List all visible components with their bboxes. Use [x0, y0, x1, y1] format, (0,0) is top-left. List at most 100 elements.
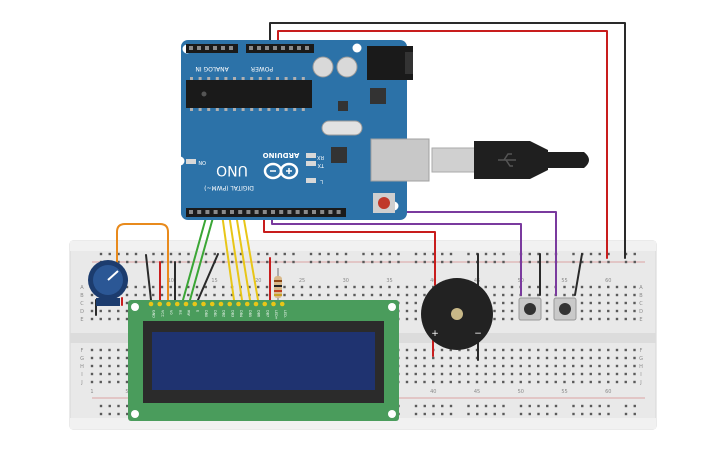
- breadboard-hole[interactable]: [493, 293, 496, 297]
- breadboard-hole[interactable]: [493, 260, 496, 264]
- breadboard-hole[interactable]: [125, 348, 129, 352]
- breadboard-hole[interactable]: [502, 372, 505, 376]
- wire-jumper-6[interactable]: [197, 253, 219, 301]
- breadboard-hole[interactable]: [624, 348, 627, 352]
- breadboard-hole[interactable]: [405, 356, 409, 360]
- breadboard-hole[interactable]: [528, 293, 531, 297]
- breadboard-hole[interactable]: [257, 260, 260, 264]
- breadboard-hole[interactable]: [493, 356, 496, 360]
- usb-cable[interactable]: [431, 141, 589, 179]
- wire-buzzer[interactable]: [263, 213, 436, 286]
- breadboard-hole[interactable]: [607, 252, 610, 256]
- breadboard-hole[interactable]: [572, 404, 575, 408]
- breadboard-hole[interactable]: [580, 317, 584, 321]
- breadboard-hole[interactable]: [222, 260, 225, 264]
- breadboard-hole[interactable]: [125, 285, 129, 289]
- breadboard-hole[interactable]: [537, 380, 540, 384]
- digital-pin[interactable]: [336, 210, 341, 214]
- lcd-pin[interactable]: [148, 301, 154, 307]
- breadboard-hole[interactable]: [117, 380, 120, 384]
- analog-pin[interactable]: [221, 46, 225, 50]
- breadboard-hole[interactable]: [283, 285, 286, 289]
- breadboard-hole[interactable]: [405, 309, 409, 313]
- breadboard-hole[interactable]: [615, 309, 619, 313]
- breadboard-hole[interactable]: [493, 301, 496, 305]
- breadboard-hole[interactable]: [633, 372, 636, 376]
- breadboard-hole[interactable]: [449, 364, 452, 368]
- breadboard-hole[interactable]: [519, 412, 523, 416]
- breadboard-hole[interactable]: [414, 317, 417, 321]
- breadboard-hole[interactable]: [414, 348, 417, 352]
- analog-pin[interactable]: [213, 46, 217, 50]
- breadboard-hole[interactable]: [546, 404, 549, 408]
- breadboard-hole[interactable]: [502, 380, 505, 384]
- power-pin[interactable]: [249, 46, 253, 50]
- breadboard-hole[interactable]: [545, 285, 549, 289]
- breadboard-hole[interactable]: [537, 356, 540, 360]
- breadboard-hole[interactable]: [117, 372, 120, 376]
- breadboard-hole[interactable]: [414, 412, 418, 416]
- breadboard-hole[interactable]: [309, 252, 313, 256]
- breadboard-hole[interactable]: [292, 285, 295, 289]
- breadboard-hole[interactable]: [257, 293, 260, 297]
- breadboard-hole[interactable]: [624, 301, 627, 305]
- breadboard-hole[interactable]: [117, 404, 120, 408]
- breadboard-hole[interactable]: [239, 252, 243, 256]
- breadboard-hole[interactable]: [441, 260, 444, 264]
- breadboard-hole[interactable]: [581, 260, 584, 264]
- digital-pin[interactable]: [312, 210, 316, 214]
- breadboard-hole[interactable]: [414, 301, 417, 305]
- breadboard-hole[interactable]: [633, 348, 636, 352]
- breadboard-hole[interactable]: [265, 293, 269, 297]
- breadboard-hole[interactable]: [117, 252, 120, 256]
- breadboard-hole[interactable]: [169, 293, 172, 297]
- breadboard-hole[interactable]: [187, 293, 190, 297]
- breadboard-hole[interactable]: [519, 356, 522, 360]
- breadboard-hole[interactable]: [90, 309, 94, 313]
- breadboard-hole[interactable]: [231, 260, 234, 264]
- piezo-buzzer[interactable]: + −: [421, 278, 493, 350]
- breadboard-hole[interactable]: [344, 285, 347, 289]
- breadboard-hole[interactable]: [134, 293, 137, 297]
- analog-header[interactable]: [186, 44, 238, 53]
- breadboard-hole[interactable]: [510, 372, 514, 376]
- breadboard-hole[interactable]: [633, 252, 636, 256]
- breadboard-hole[interactable]: [90, 301, 94, 305]
- breadboard-hole[interactable]: [633, 301, 636, 305]
- breadboard-hole[interactable]: [624, 380, 627, 384]
- breadboard-hole[interactable]: [633, 293, 636, 297]
- breadboard-hole[interactable]: [405, 348, 409, 352]
- breadboard-hole[interactable]: [615, 380, 619, 384]
- breadboard-hole[interactable]: [581, 404, 584, 408]
- breadboard-hole[interactable]: [178, 293, 181, 297]
- digital-pin[interactable]: [287, 210, 292, 214]
- breadboard-hole[interactable]: [99, 317, 102, 321]
- breadboard-hole[interactable]: [99, 404, 103, 408]
- breadboard-hole[interactable]: [397, 260, 400, 264]
- breadboard-hole[interactable]: [502, 356, 505, 360]
- breadboard-hole[interactable]: [589, 285, 592, 289]
- breadboard-hole[interactable]: [414, 380, 417, 384]
- breadboard-hole[interactable]: [423, 285, 426, 289]
- breadboard-hole[interactable]: [458, 348, 461, 352]
- digital-pin[interactable]: [238, 210, 243, 214]
- breadboard-hole[interactable]: [336, 252, 339, 256]
- breadboard-hole[interactable]: [484, 412, 488, 416]
- breadboard-hole[interactable]: [589, 380, 592, 384]
- breadboard-hole[interactable]: [405, 372, 409, 376]
- breadboard-hole[interactable]: [589, 293, 592, 297]
- breadboard-hole[interactable]: [161, 260, 164, 264]
- breadboard-hole[interactable]: [99, 252, 103, 256]
- power-pin[interactable]: [305, 46, 309, 50]
- power-pin[interactable]: [281, 46, 285, 50]
- digital-pin[interactable]: [303, 210, 308, 214]
- breadboard-hole[interactable]: [335, 293, 339, 297]
- breadboard-hole[interactable]: [589, 317, 592, 321]
- breadboard-hole[interactable]: [90, 356, 94, 360]
- breadboard-hole[interactable]: [519, 404, 523, 408]
- breadboard-hole[interactable]: [589, 301, 592, 305]
- breadboard-hole[interactable]: [300, 285, 304, 289]
- breadboard-hole[interactable]: [222, 252, 225, 256]
- wire-contrast[interactable]: [116, 223, 169, 301]
- breadboard-hole[interactable]: [476, 412, 479, 416]
